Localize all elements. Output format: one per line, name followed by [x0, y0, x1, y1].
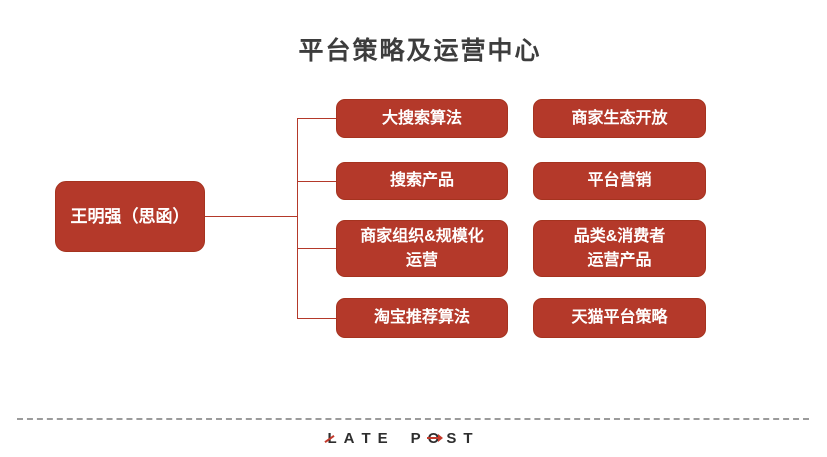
connector-branch-4	[297, 318, 336, 319]
brand-letter-o: O	[426, 430, 443, 448]
org-node-big-search-algorithm: 大搜索算法	[336, 99, 508, 138]
org-node-category-consumer-operations-product: 品类&消费者 运营产品	[533, 220, 706, 277]
latepost-logo: L A T E P O S T	[0, 430, 800, 448]
brand-letter-t: T	[361, 430, 371, 447]
brand-letter-s: S	[446, 430, 457, 447]
connector-root	[205, 216, 297, 217]
org-node-taobao-recommendation-algorithm: 淘宝推荐算法	[336, 298, 508, 338]
root-node-wang-mingqiang: 王明强（思函）	[55, 181, 205, 252]
org-node-platform-marketing: 平台营销	[533, 162, 706, 200]
brand-letter-l: L	[324, 430, 337, 448]
connector-branch-2	[297, 181, 336, 182]
brand-letter-t2: T	[463, 430, 473, 447]
connector-branch-1	[297, 118, 336, 119]
dotted-divider	[17, 418, 809, 420]
brand-letter-e: E	[377, 430, 388, 447]
org-node-tmall-platform-strategy: 天猫平台策略	[533, 298, 706, 338]
brand-letter-p: P	[410, 430, 421, 447]
brand-letter-a: A	[343, 430, 355, 447]
org-node-merchant-ecosystem-open: 商家生态开放	[533, 99, 706, 138]
connector-trunk	[297, 118, 298, 319]
org-node-search-product: 搜索产品	[336, 162, 508, 200]
org-node-merchant-org-scale-operations: 商家组织&规模化 运营	[336, 220, 508, 277]
brand-o-arrow-icon	[426, 434, 443, 442]
chart-title: 平台策略及运营中心	[298, 37, 542, 65]
connector-branch-3	[297, 248, 336, 249]
brand-letter-text: L	[327, 430, 337, 447]
